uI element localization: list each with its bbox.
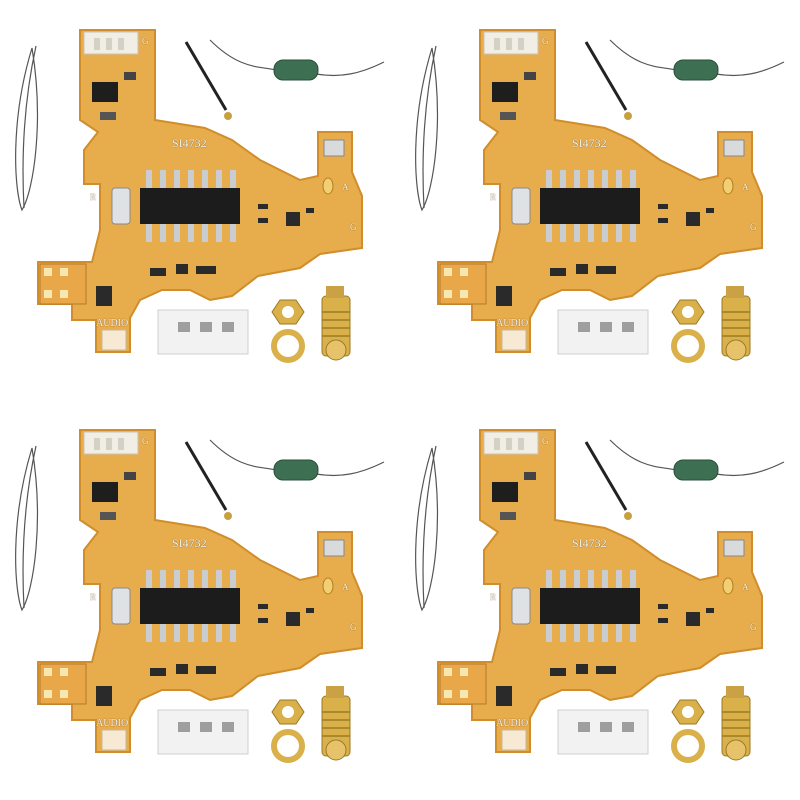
pcb-kit-photo	[15, 29, 385, 363]
product-panel-2: SI4732 G R A G AUDIO	[400, 0, 800, 400]
product-panel-1: SI4732 G R A G AUDIO	[0, 0, 400, 400]
pcb-kit-photo	[415, 429, 785, 763]
crystal	[111, 187, 131, 225]
inductor-wire	[209, 39, 385, 77]
coax-pigtail	[184, 41, 228, 111]
main-ic	[140, 188, 240, 224]
product-panel-3: SI4732 G R A G AUDIO	[0, 400, 400, 800]
inductor	[273, 59, 319, 81]
pcb-kit-photo	[15, 429, 385, 763]
pcb-kit-photo	[415, 29, 785, 363]
product-panel-4: SI4732 G R A G AUDIO	[400, 400, 800, 800]
wire-loop	[15, 47, 39, 212]
lock-washer	[271, 329, 305, 363]
